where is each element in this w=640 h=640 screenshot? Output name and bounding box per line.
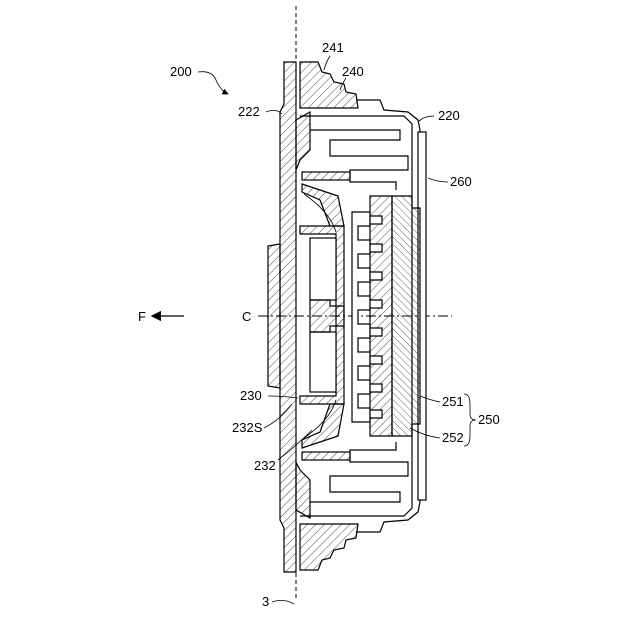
label-c: C	[242, 309, 251, 324]
label-251: 251	[442, 394, 464, 409]
upper-plate	[302, 172, 350, 180]
label-f: F	[138, 309, 146, 324]
label-220: 220	[438, 108, 460, 123]
leader-200	[198, 72, 228, 94]
heatsink-251	[392, 196, 420, 436]
leader-220	[418, 116, 434, 122]
fin-comb-252	[352, 196, 392, 436]
lens-inner-cavity-upper	[310, 238, 336, 300]
reflector-232-lower	[302, 404, 344, 448]
label-250: 250	[478, 412, 500, 427]
label-252: 252	[442, 430, 464, 445]
label-200: 200	[170, 64, 192, 79]
lower-plate	[302, 452, 350, 460]
lower-step-ribs	[310, 442, 408, 502]
lens-inner-cavity-lower	[310, 332, 336, 392]
front-lens-strip	[268, 244, 280, 388]
label-230: 230	[240, 388, 262, 403]
label-222: 222	[238, 104, 260, 119]
label-3: 3	[262, 594, 269, 609]
label-232s: 232S	[232, 420, 263, 435]
leader-260	[428, 178, 448, 182]
mount-240-lower	[300, 524, 358, 570]
bezel-222	[280, 62, 296, 572]
label-260: 260	[450, 174, 472, 189]
label-240: 240	[342, 64, 364, 79]
brace-250	[464, 394, 476, 446]
reflector-232-upper	[302, 184, 344, 226]
upper-step-ribs	[310, 130, 408, 190]
bezel-inner-wall	[296, 112, 310, 170]
label-232: 232	[254, 458, 276, 473]
label-241: 241	[322, 40, 344, 55]
leader-3	[272, 600, 294, 604]
leader-241	[324, 56, 330, 70]
bezel-inner-wall-lower	[296, 462, 310, 518]
